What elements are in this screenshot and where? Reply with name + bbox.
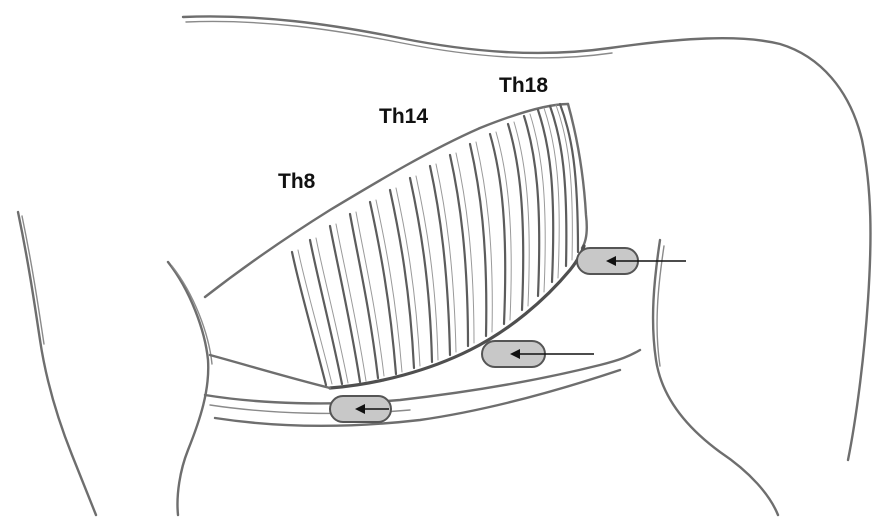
marker-middle [482,341,594,367]
elbow-outline [168,262,208,515]
label-th14: Th14 [379,105,428,128]
vertebra-labels: Th8 Th14 Th18 [278,74,548,193]
marker-caudal [577,248,686,274]
rib [330,226,360,382]
label-th18: Th18 [499,74,548,97]
rib [470,144,486,336]
rib [430,166,450,355]
rib [410,178,432,362]
sternal-border [210,355,330,388]
marker-cranial [330,396,391,422]
rib [450,155,468,346]
rib [538,110,553,282]
rib [292,252,326,385]
rib-cage-dorsal-border [205,104,568,297]
belly-line-upper [205,350,640,403]
hind-flank-outline [653,240,778,515]
label-th8: Th8 [278,170,316,193]
